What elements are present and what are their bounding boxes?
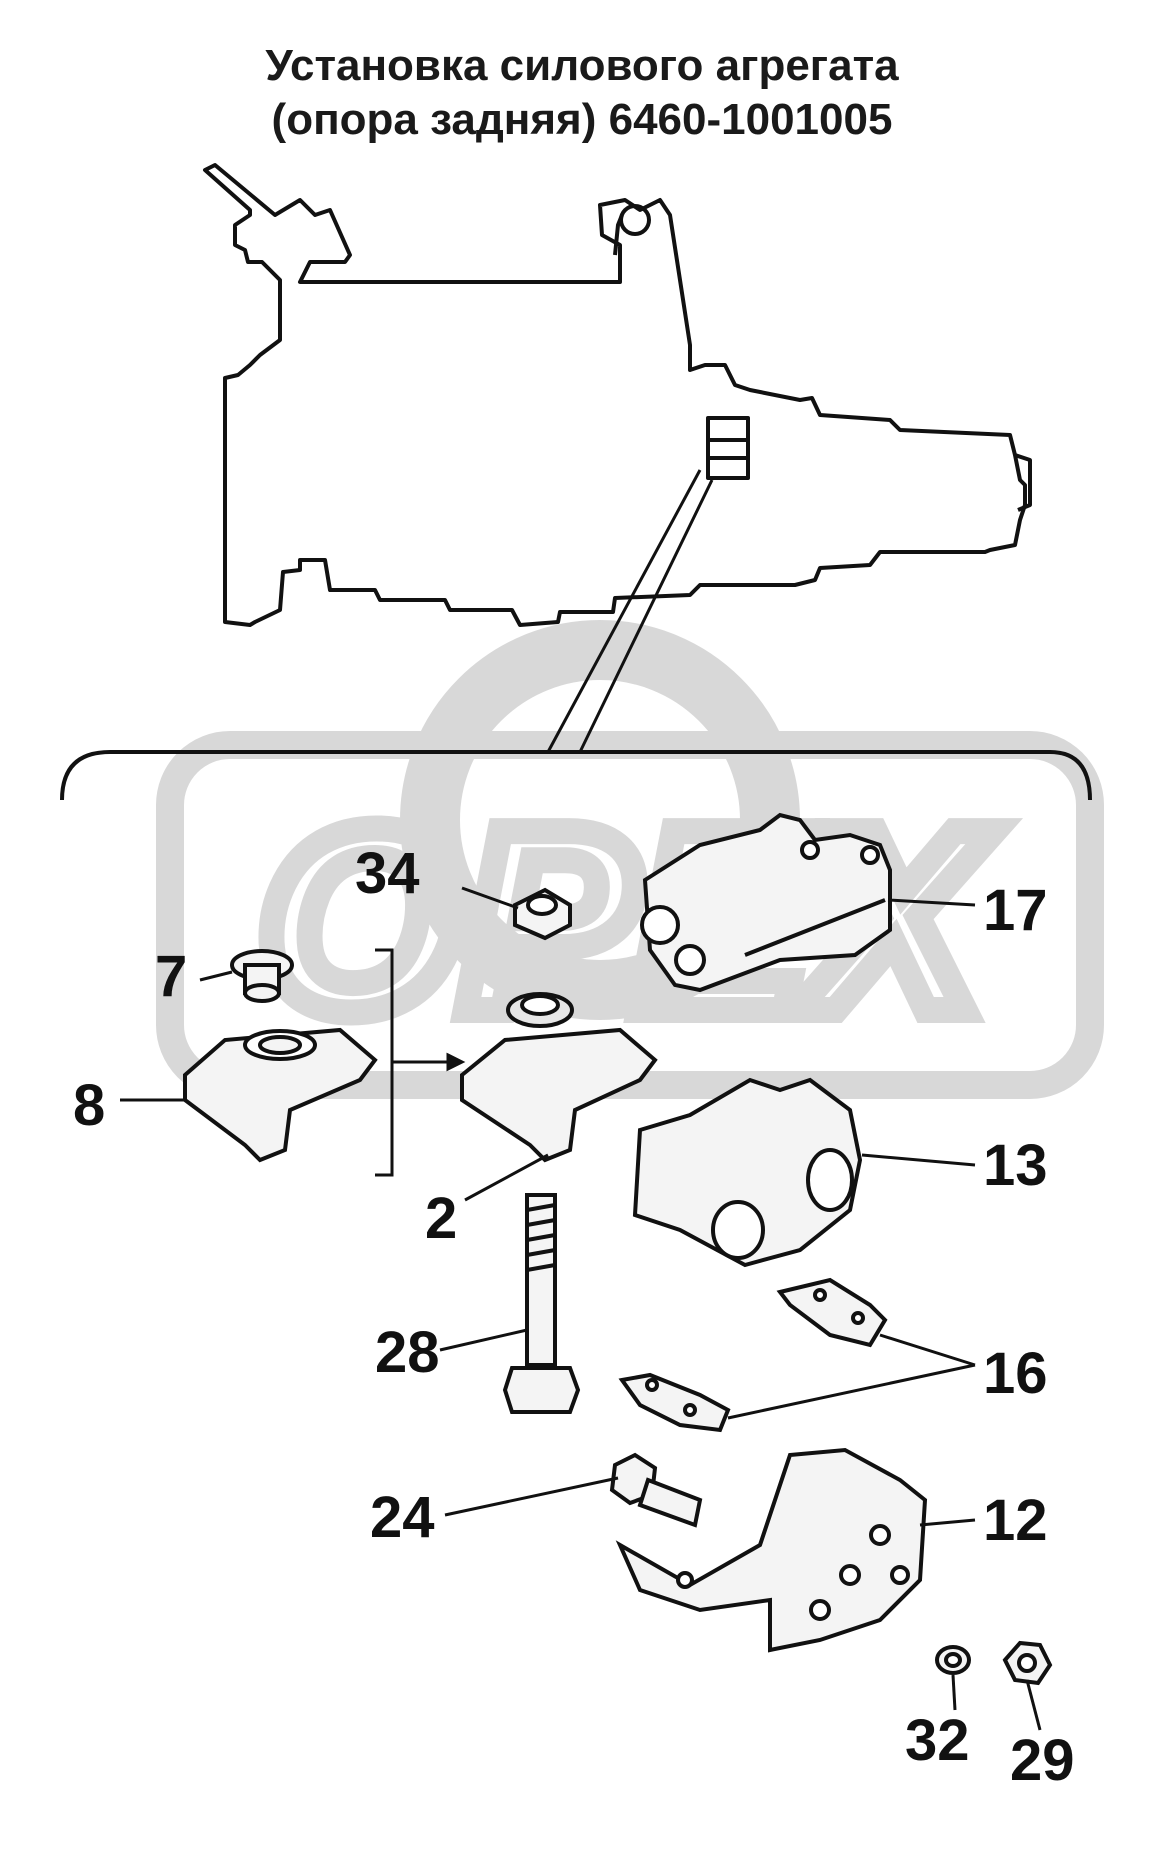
part-29-nut [1002, 1640, 1053, 1686]
group-bracket-arrow [375, 948, 466, 1177]
part-12-support [615, 1447, 928, 1653]
part-13-rubber-mount [632, 1077, 863, 1268]
part-8-cushion [183, 1027, 378, 1163]
watermark-logo: OPEX [156, 620, 1104, 1099]
callout-13: 13 [983, 1133, 1048, 1198]
callout-29: 29 [1010, 1728, 1075, 1793]
callout-28: 28 [375, 1320, 440, 1385]
detail-brace [60, 750, 1092, 801]
callout-17: 17 [983, 878, 1048, 943]
part-32-washer [935, 1645, 971, 1675]
diagram-title-line-2: (опора задняя) 6460-1001005 [271, 95, 893, 144]
callout-2: 2 [425, 1186, 457, 1251]
part-16-shim-lower [618, 1372, 731, 1433]
callout-7: 7 [155, 944, 187, 1009]
part-7-bushing [230, 949, 294, 1003]
callout-leaders [120, 886, 1042, 1731]
part-17-bracket [640, 812, 892, 993]
diagram-title-line-1: Установка силового агрегата [265, 41, 899, 90]
callout-12: 12 [983, 1488, 1048, 1553]
leader-engine-to-detail [546, 469, 714, 753]
callout-24: 24 [370, 1485, 435, 1550]
callout-labels: 34 17 7 8 13 2 28 16 24 12 32 29 [73, 841, 1075, 1793]
part-24-bolt [609, 1452, 703, 1528]
callout-34: 34 [355, 841, 420, 906]
callout-16: 16 [983, 1341, 1048, 1406]
engine-gearbox-outline [203, 163, 1032, 627]
part-34-nut [513, 887, 572, 941]
part-28-bolt [502, 1193, 581, 1414]
callout-32: 32 [905, 1708, 970, 1773]
part-2-cushion [460, 992, 658, 1163]
part-16-shim-upper [776, 1277, 888, 1348]
callout-8: 8 [73, 1073, 105, 1138]
